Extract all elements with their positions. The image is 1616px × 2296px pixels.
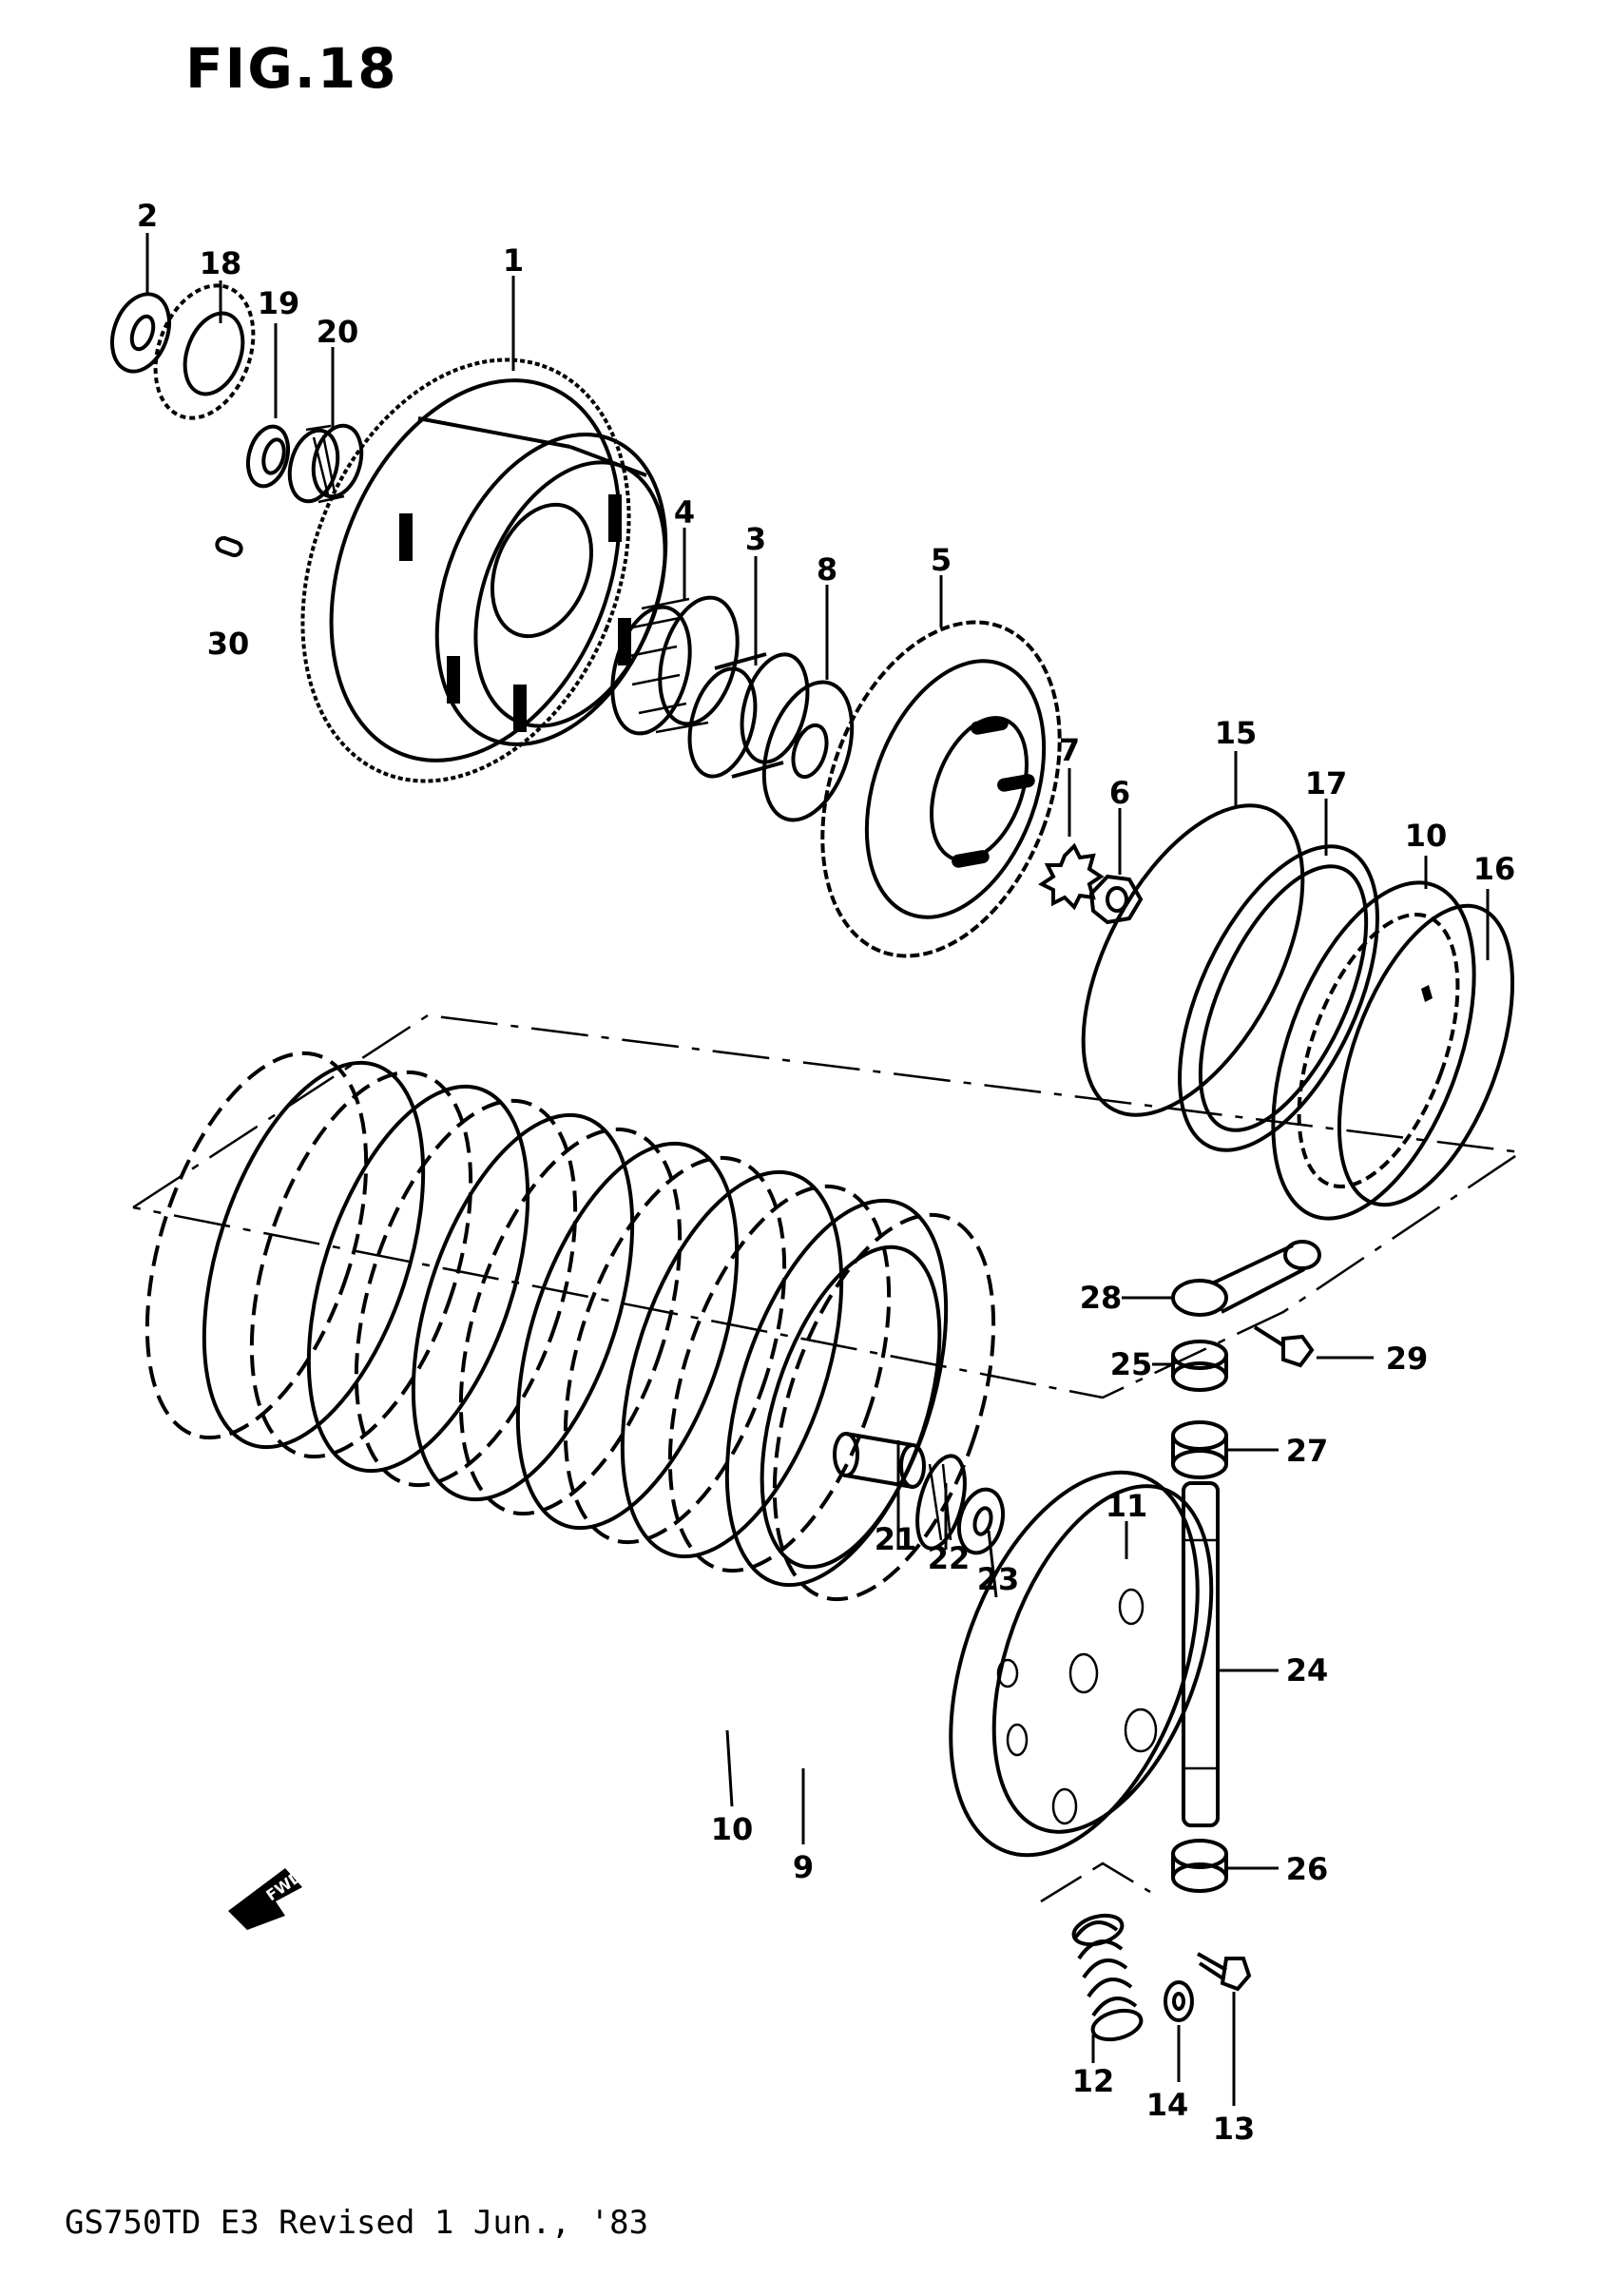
- part-label-24: 24: [1286, 1652, 1329, 1688]
- part-label-1: 1: [503, 242, 524, 279]
- release-shaft-part: [1182, 1481, 1220, 1827]
- driven-plate-upper-part: [1271, 880, 1476, 1221]
- pin-part: [215, 535, 243, 558]
- clutch-thrust-washer-part: [761, 680, 855, 822]
- part-label-13: 13: [1213, 2111, 1256, 2147]
- part-label-4: 4: [674, 494, 695, 531]
- clutch-spacer-part: [687, 652, 810, 779]
- spacer-part: [245, 424, 291, 489]
- part-label-2: 2: [137, 198, 158, 234]
- pressure-plate-part: [949, 1470, 1214, 1858]
- leader-lines: [145, 233, 1490, 2106]
- sleeve-hub-part: [820, 620, 1062, 958]
- part-label-11: 11: [1106, 1488, 1148, 1524]
- lower-shaft-bearing-part: [1171, 1839, 1228, 1893]
- part-label-10-upper: 10: [1405, 818, 1448, 854]
- shaft-seal-part: [1171, 1340, 1228, 1392]
- lever-bolt-part: [1253, 1325, 1315, 1368]
- part-label-7: 7: [1059, 732, 1080, 768]
- part-label-5: 5: [931, 542, 952, 578]
- part-label-9: 9: [793, 1849, 814, 1885]
- part-label-17: 17: [1305, 765, 1348, 801]
- thrust-bearing-part: [915, 1454, 967, 1551]
- part-label-15: 15: [1215, 715, 1258, 751]
- figure-title: FIG.18: [185, 36, 398, 101]
- part-label-12: 12: [1072, 2063, 1115, 2099]
- part-label-30: 30: [207, 626, 250, 662]
- needle-bearing-part: [287, 423, 364, 504]
- part-label-3: 3: [745, 521, 766, 557]
- part-label-28: 28: [1080, 1280, 1123, 1316]
- lower-group-outline: [1040, 1862, 1151, 1903]
- washer-seat-part: [1337, 903, 1515, 1207]
- starter-gear-part: [153, 283, 256, 420]
- part-label-19: 19: [258, 285, 300, 321]
- release-lever-part: [1171, 1240, 1321, 1317]
- forward-arrow-icon: FWD: [228, 1867, 306, 1930]
- part-label-22: 22: [928, 1540, 971, 1576]
- part-label-16: 16: [1473, 851, 1516, 887]
- revision-footer: GS750TD E3 Revised 1 Jun., '83: [65, 2204, 649, 2242]
- wire-ring-part: [1081, 803, 1305, 1117]
- bearing-washer-part: [956, 1487, 1006, 1555]
- lock-washer-part: [1038, 842, 1105, 911]
- part-label-26: 26: [1286, 1851, 1329, 1887]
- clutch-spring-part: [1071, 1913, 1144, 2042]
- clutch-plate-stack: [144, 1051, 996, 1602]
- part-label-25: 25: [1110, 1346, 1153, 1382]
- clutch-housing-part: [300, 357, 668, 783]
- part-label-20: 20: [317, 314, 359, 350]
- part-labels: 1 2 3 4 5 6 7 8 9 10 10 11 12 13 14 15 1…: [137, 198, 1515, 2147]
- part-label-29: 29: [1386, 1341, 1429, 1377]
- thrust-washer-part: [110, 292, 171, 374]
- part-label-27: 27: [1286, 1433, 1329, 1469]
- push-rod-part: [833, 1432, 926, 1489]
- part-label-21: 21: [875, 1521, 917, 1557]
- spring-bolt-part: [1197, 1952, 1252, 1992]
- part-label-23: 23: [977, 1561, 1020, 1597]
- part-label-8: 8: [817, 551, 837, 588]
- part-label-18: 18: [200, 245, 242, 281]
- part-label-14: 14: [1146, 2087, 1189, 2123]
- spring-bolt-washer-part: [1164, 1980, 1194, 2022]
- part-label-6: 6: [1109, 775, 1130, 811]
- spring-washer-part: [1178, 844, 1379, 1152]
- nut-part: [1088, 874, 1144, 925]
- part-label-10-lower: 10: [711, 1811, 754, 1847]
- upper-shaft-bearing-part: [1171, 1420, 1228, 1479]
